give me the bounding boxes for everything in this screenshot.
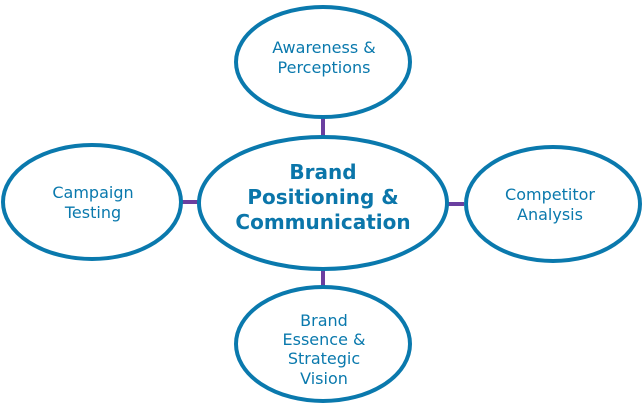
node-bottom-ellipse [234, 285, 412, 403]
node-center-ellipse [197, 135, 449, 271]
node-left-ellipse [1, 143, 183, 261]
node-top-ellipse [234, 5, 412, 119]
node-right-ellipse [464, 145, 642, 263]
